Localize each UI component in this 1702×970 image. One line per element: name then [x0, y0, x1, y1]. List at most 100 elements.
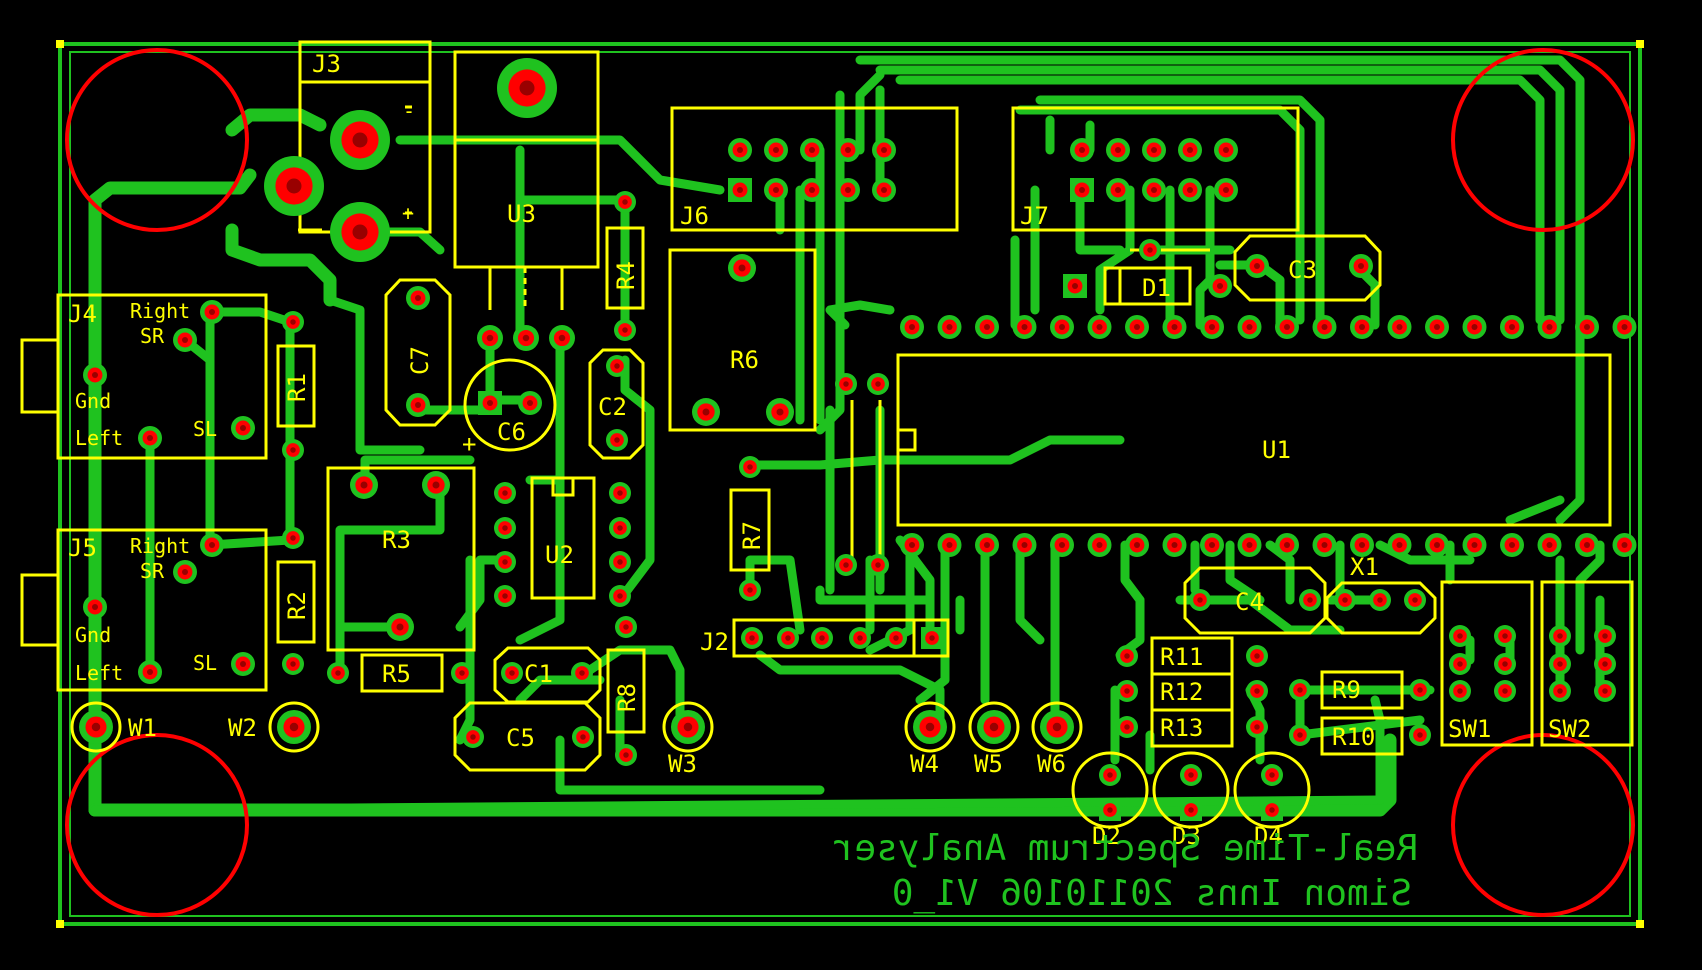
label-R4: R4 — [612, 261, 640, 290]
pad — [1462, 533, 1487, 557]
pad — [614, 191, 636, 213]
pad — [1409, 724, 1431, 746]
label-J5-sl: SL — [193, 651, 217, 675]
pad — [386, 613, 414, 641]
pad — [422, 471, 450, 499]
pad — [571, 662, 593, 684]
pad — [1594, 680, 1616, 702]
pad — [975, 533, 999, 557]
pads — [79, 58, 1637, 821]
label-R2: R2 — [283, 591, 311, 620]
pad — [1180, 764, 1202, 786]
pad — [1575, 315, 1599, 339]
pad — [1594, 625, 1616, 647]
pad — [462, 726, 484, 748]
pad — [1612, 315, 1637, 339]
pad — [1116, 645, 1138, 667]
label-W3: W3 — [668, 750, 697, 778]
label-J7: J7 — [1020, 202, 1049, 230]
pad — [173, 560, 197, 584]
label-J4-right: Right — [130, 299, 190, 323]
pad — [1139, 239, 1161, 261]
pad — [1334, 589, 1356, 611]
label-J2: J2 — [700, 628, 729, 656]
pad — [501, 662, 523, 684]
mount-hole-top-right — [1451, 48, 1635, 232]
mount-hole-bottom-left — [65, 733, 249, 917]
pad — [741, 627, 763, 649]
label-R13: R13 — [1160, 714, 1203, 742]
label-J5-left: Left — [75, 661, 123, 685]
label-C4: C4 — [1235, 588, 1264, 616]
label-D2: D2 — [1092, 822, 1121, 850]
pad — [1500, 533, 1524, 557]
pad — [913, 710, 947, 744]
pad — [1275, 315, 1299, 339]
pad — [975, 315, 999, 339]
label-W5: W5 — [974, 750, 1003, 778]
pad — [728, 178, 752, 202]
pad — [1200, 533, 1224, 557]
pad — [572, 726, 594, 748]
pad — [1500, 315, 1524, 339]
label-C6: C6 — [497, 418, 526, 446]
pad — [900, 315, 924, 339]
pad — [1125, 315, 1149, 339]
pad — [1070, 178, 1094, 202]
pad — [1594, 653, 1616, 675]
pad — [800, 138, 824, 162]
pad — [867, 554, 889, 576]
pad — [609, 585, 631, 607]
pad — [1350, 315, 1374, 339]
pad — [1275, 533, 1299, 557]
pad — [1349, 254, 1373, 278]
pad — [606, 355, 628, 377]
pad — [1087, 533, 1112, 557]
pad — [138, 660, 162, 684]
pad — [1494, 625, 1516, 647]
pad — [1063, 274, 1087, 298]
pad — [1289, 679, 1311, 701]
pad — [79, 710, 113, 744]
label-J3-minus: - — [403, 99, 415, 123]
label-U1: U1 — [1262, 436, 1291, 464]
pad — [739, 579, 761, 601]
pad — [1180, 799, 1202, 821]
pad — [1106, 138, 1130, 162]
pad — [1050, 315, 1074, 339]
pad — [513, 325, 539, 351]
pad — [921, 627, 943, 649]
label-J4-sr: SR — [140, 324, 165, 348]
pad — [282, 439, 304, 461]
pad — [494, 585, 516, 607]
label-R9: R9 — [1332, 676, 1361, 704]
pad — [1050, 533, 1074, 557]
pad — [739, 456, 761, 478]
pad — [836, 138, 860, 162]
pad — [615, 616, 637, 638]
pad — [282, 653, 304, 675]
pad — [1087, 315, 1112, 339]
pad — [282, 527, 304, 549]
pad — [350, 471, 378, 499]
pad — [1612, 533, 1637, 557]
pad — [609, 551, 631, 573]
pad — [330, 202, 390, 262]
pad — [1289, 724, 1311, 746]
pad — [1189, 589, 1211, 611]
pad — [766, 398, 794, 426]
pad — [1449, 625, 1471, 647]
pad — [277, 710, 311, 744]
pad — [606, 429, 628, 451]
pad — [835, 373, 857, 395]
pad — [83, 363, 107, 387]
pad — [1575, 533, 1599, 557]
label-U3: U3 — [507, 200, 536, 228]
pad — [885, 627, 907, 649]
pad — [494, 517, 516, 539]
pad — [231, 652, 255, 676]
pad — [849, 627, 871, 649]
pad — [1369, 589, 1391, 611]
label-SW2: SW2 — [1548, 715, 1591, 743]
pad — [231, 416, 255, 440]
